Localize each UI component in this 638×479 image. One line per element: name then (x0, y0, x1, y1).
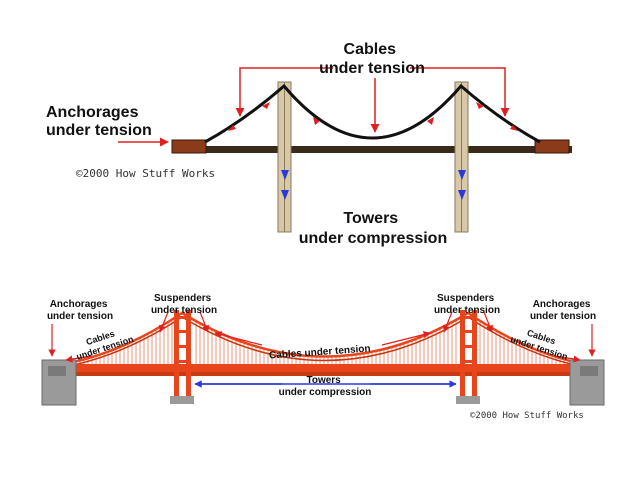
bottom-deck-underside (58, 372, 590, 376)
top-deck (172, 146, 572, 153)
top-left-anchorage (171, 139, 207, 154)
bottom-left-anchorage (41, 359, 77, 406)
bottom-deck (58, 364, 590, 372)
bottom-right-anchorages-label: Anchorages under tension (530, 299, 596, 322)
bottom-main-cable-2 (57, 316, 591, 369)
bottom-right-cables-label: Cables under tension (509, 323, 572, 361)
top-towers-label: Towers under compression (299, 210, 447, 247)
bottom-copyright: ©2000 How Stuff Works (470, 411, 584, 421)
top-cables-label: Cables under tension (319, 41, 425, 77)
top-left-tower (277, 81, 292, 233)
top-anchorages-label: Anchorages under tension (46, 104, 152, 139)
bottom-left-anchorages-label: Anchorages under tension (47, 299, 113, 322)
top-compression-arrows (281, 170, 466, 200)
top-right-tower (454, 81, 469, 233)
bottom-left-tower (174, 310, 191, 400)
bottom-right-anchorage (569, 359, 605, 406)
bottom-label-arrows (48, 311, 596, 363)
top-diagram: Cables under tension Anchorages under te… (46, 41, 572, 247)
top-main-cable (204, 83, 541, 144)
bottom-towers-label: Towers under compression (279, 375, 372, 398)
bottom-left-tower-base (170, 396, 194, 404)
bottom-right-suspenders-label: Suspenders under tension (434, 293, 500, 316)
bottom-main-cable (57, 311, 591, 367)
top-right-anchorage (534, 139, 570, 154)
top-cable-tension-arrows (228, 102, 518, 131)
bottom-left-suspenders-label: Suspenders under tension (151, 293, 217, 316)
bottom-right-tower-base (456, 396, 480, 404)
top-label-arrows (118, 67, 510, 147)
bottom-right-tower (460, 310, 477, 400)
bottom-diagram: Anchorages under tension Anchorages unde… (41, 293, 605, 421)
top-copyright: ©2000 How Stuff Works (76, 167, 215, 180)
